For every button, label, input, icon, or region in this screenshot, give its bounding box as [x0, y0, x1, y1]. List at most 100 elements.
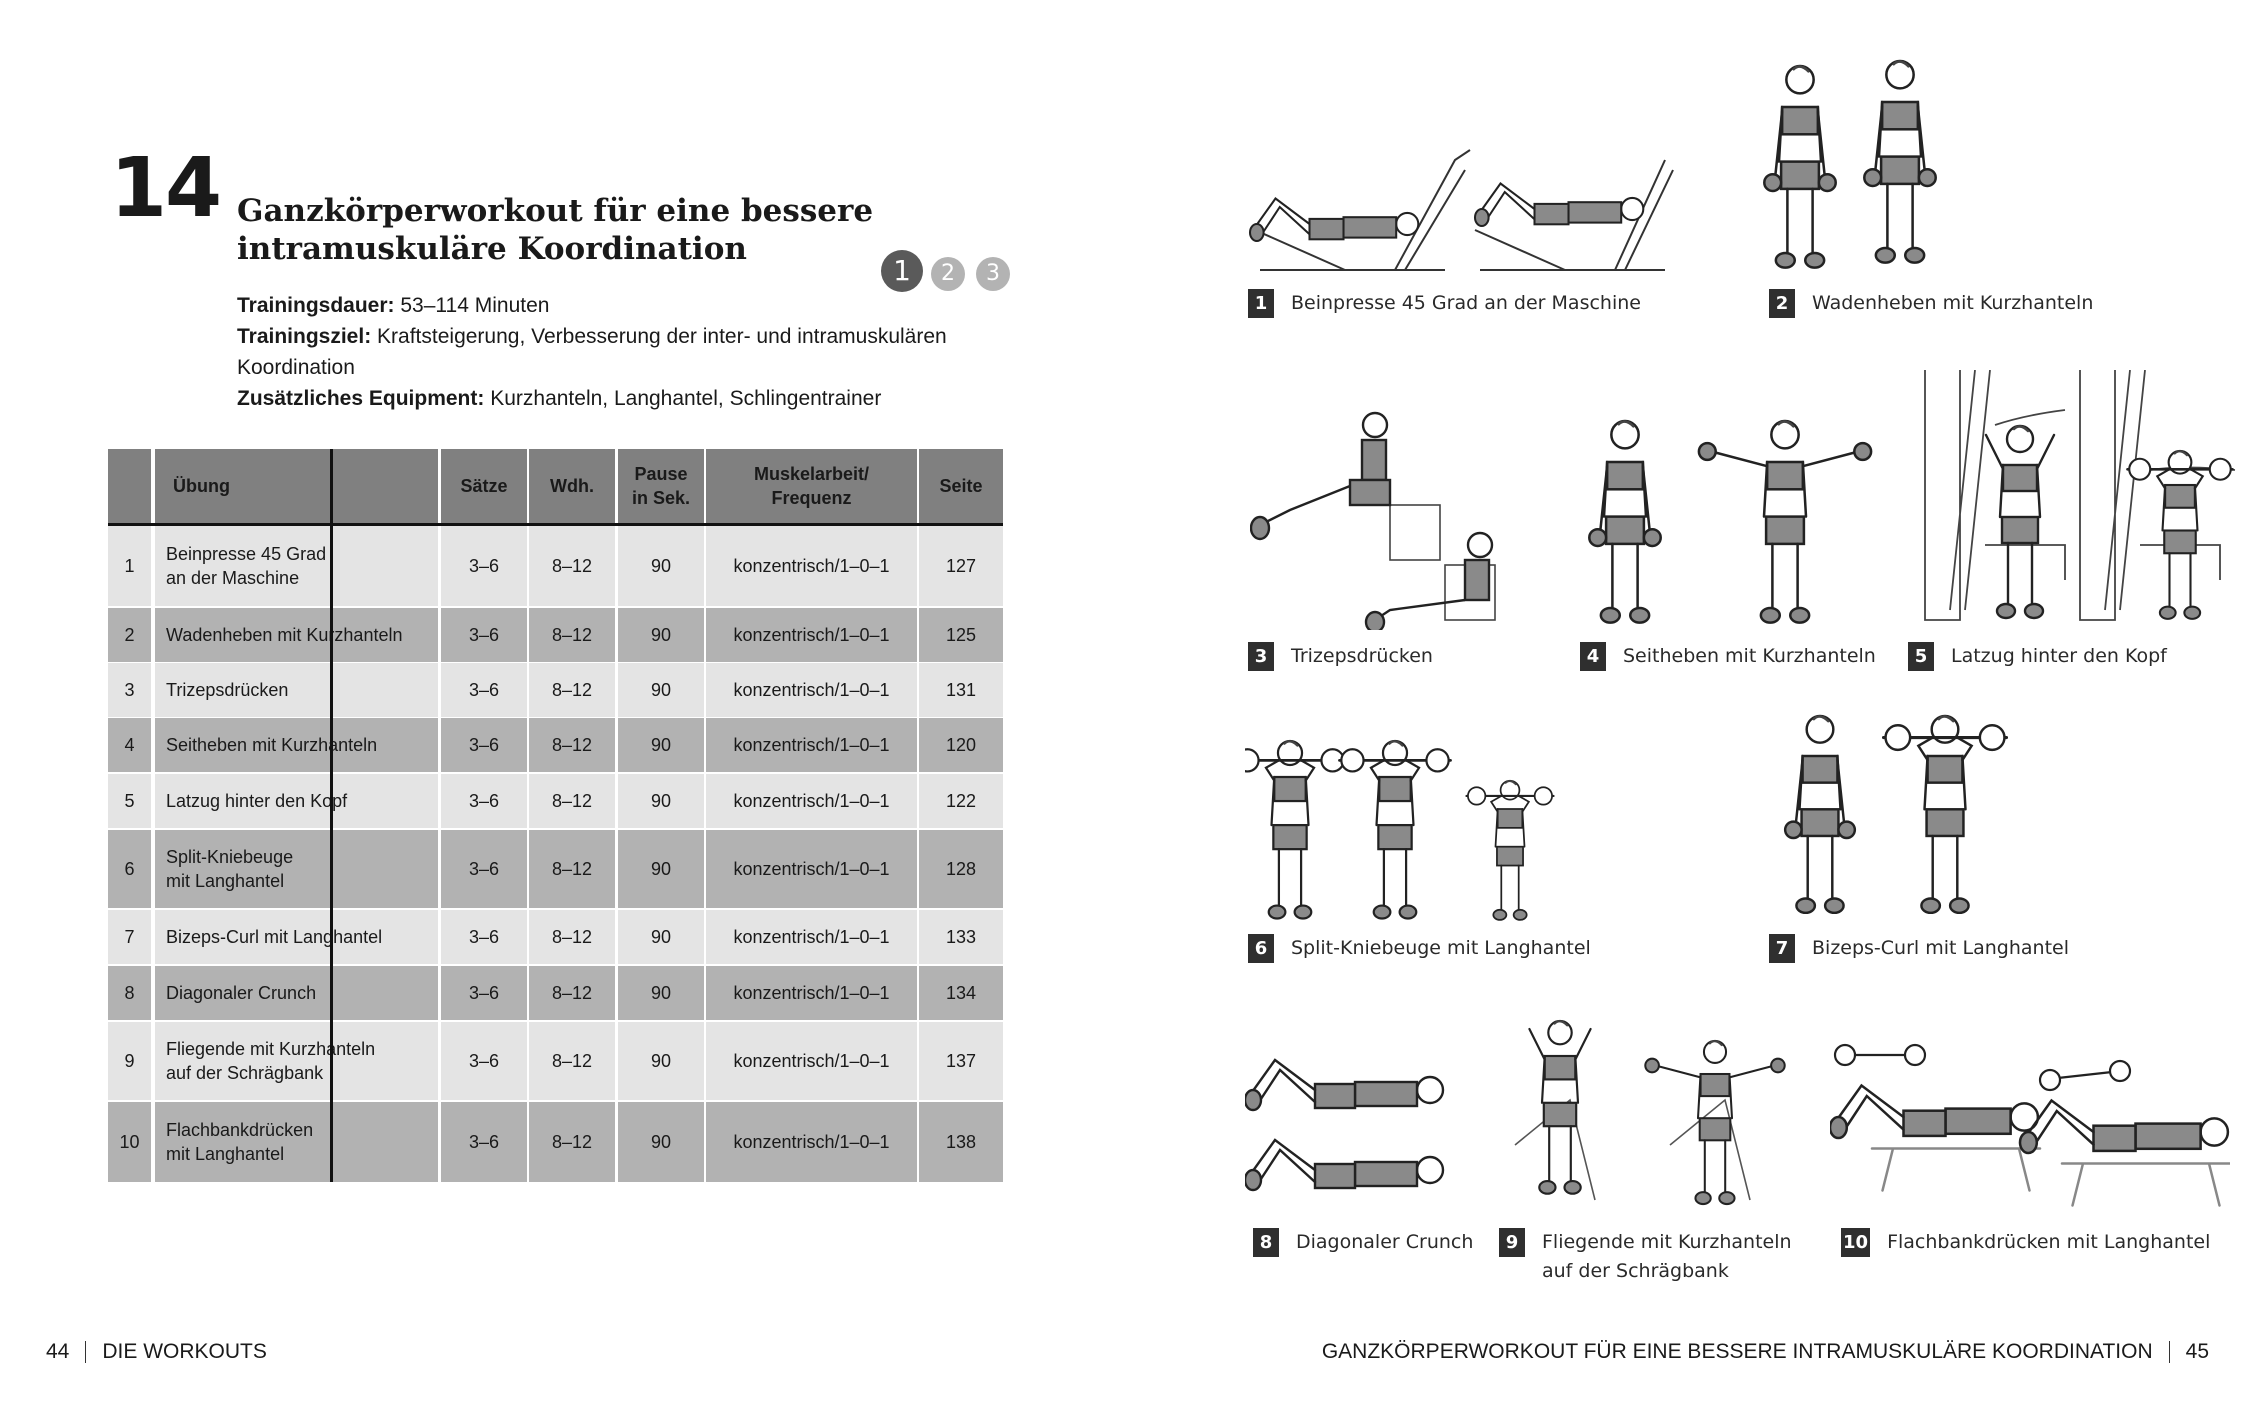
leg-press-illustration — [1245, 130, 1675, 280]
goal-value: Kraftsteigerung, Verbesserung der inter-… — [237, 325, 947, 379]
header-pause-line2: in Sek. — [631, 488, 691, 508]
lat-pulldown-illustration — [1915, 369, 2244, 630]
split-squat-illustration — [1233, 735, 1565, 925]
cell-seite: 133 — [919, 910, 1003, 964]
cell-uebung: Bizeps-Curl mit Langhantel — [155, 910, 438, 964]
cell-nr: 3 — [108, 663, 151, 717]
cell-pause: 90 — [618, 526, 704, 606]
calf-raise-illustration — [1760, 55, 1990, 280]
cell-uebung: Trizepsdrücken — [155, 663, 438, 717]
exercise-label: Wadenheben mit Kurzhanteln — [1812, 292, 2094, 314]
cell-nr: 7 — [108, 910, 151, 964]
caption-exercise-9: 9 Fliegende mit Kurzhanteln auf der Schr… — [1499, 1228, 1792, 1286]
exercise-label: Diagonaler Crunch — [1296, 1231, 1474, 1253]
page-number-right: 45 — [2185, 1340, 2209, 1363]
page-number-left: 44 — [46, 1340, 70, 1363]
exercise-label-line2: auf der Schrägbank — [1542, 1260, 1729, 1282]
caption-exercise-10: 10 Flachbankdrücken mit Langhantel — [1841, 1228, 2210, 1257]
cell-uebung: Beinpresse 45 Grad an der Maschine — [155, 526, 438, 606]
exercise-number-badge: 2 — [1769, 289, 1795, 318]
header-nr — [108, 449, 151, 523]
exercise-number-badge: 6 — [1248, 934, 1274, 963]
cell-saetze: 3–6 — [441, 1022, 527, 1100]
cell-nr: 4 — [108, 718, 151, 772]
equipment-label: Zusätzliches Equipment: — [237, 387, 485, 410]
cell-uebung: Diagonaler Crunch — [155, 966, 438, 1020]
exercise-name-line2: an der Maschine — [166, 568, 300, 588]
chapter-number: 14 — [110, 141, 222, 236]
cell-saetze: 3–6 — [441, 1102, 527, 1182]
exercise-name-line1: Latzug hinter den Kopf — [166, 791, 348, 811]
exercise-number-badge: 7 — [1769, 934, 1795, 963]
cell-wdh: 8–12 — [529, 608, 615, 662]
exercise-number-badge: 8 — [1253, 1228, 1279, 1257]
exercise-name-line1: Trizepsdrücken — [166, 680, 289, 700]
cell-seite: 127 — [919, 526, 1003, 606]
cell-saetze: 3–6 — [441, 774, 527, 828]
cell-seite: 125 — [919, 608, 1003, 662]
workout-meta: Trainingsdauer: 53–114 Minuten Trainings… — [237, 290, 1017, 414]
exercise-name-line1: Bizeps-Curl mit Langhantel — [166, 927, 383, 947]
cell-pause: 90 — [618, 608, 704, 662]
exercise-name-line2: auf der Schrägbank — [166, 1063, 324, 1083]
caption-exercise-2: 2 Wadenheben mit Kurzhanteln — [1769, 289, 2093, 318]
lateral-raise-illustration — [1585, 415, 1885, 630]
cell-muskelarbeit: konzentrisch/1–0–1 — [706, 608, 917, 662]
cell-saetze: 3–6 — [441, 608, 527, 662]
cell-uebung: Latzug hinter den Kopf — [155, 774, 438, 828]
cell-seite: 138 — [919, 1102, 1003, 1182]
header-pause: Pause in Sek. — [618, 449, 704, 523]
cell-muskelarbeit: konzentrisch/1–0–1 — [706, 663, 917, 717]
exercise-label: Fliegende mit Kurzhanteln auf der Schräg… — [1542, 1228, 1792, 1286]
cell-muskelarbeit: konzentrisch/1–0–1 — [706, 1022, 917, 1100]
cell-seite: 134 — [919, 966, 1003, 1020]
cell-muskelarbeit: konzentrisch/1–0–1 — [706, 910, 917, 964]
header-muskel-line1: Muskelarbeit/ — [753, 464, 870, 484]
exercise-number-badge: 5 — [1908, 642, 1934, 671]
cell-pause: 90 — [618, 910, 704, 964]
footer-section-right: GANZKÖRPERWORKOUT FÜR EINE BESSERE INTRA… — [1321, 1340, 2153, 1363]
header-pause-line1: Pause — [634, 464, 688, 484]
difficulty-level-1-active: 1 — [881, 250, 923, 292]
cell-nr: 5 — [108, 774, 151, 828]
exercise-label: Latzug hinter den Kopf — [1951, 645, 2167, 667]
cell-seite: 128 — [919, 830, 1003, 908]
cell-wdh: 8–12 — [529, 663, 615, 717]
caption-exercise-5: 5 Latzug hinter den Kopf — [1908, 642, 2167, 671]
exercise-number-badge: 3 — [1248, 642, 1274, 671]
cell-pause: 90 — [618, 830, 704, 908]
caption-exercise-8: 8 Diagonaler Crunch — [1253, 1228, 1473, 1257]
caption-exercise-3: 3 Trizepsdrücken — [1248, 642, 1433, 671]
cell-muskelarbeit: konzentrisch/1–0–1 — [706, 830, 917, 908]
cell-uebung: Wadenheben mit Kurzhanteln — [155, 608, 438, 662]
cell-saetze: 3–6 — [441, 966, 527, 1020]
cell-nr: 8 — [108, 966, 151, 1020]
exercise-label: Flachbankdrücken mit Langhantel — [1887, 1231, 2211, 1253]
cell-wdh: 8–12 — [529, 830, 615, 908]
cell-muskelarbeit: konzentrisch/1–0–1 — [706, 774, 917, 828]
exercise-name-line1: Beinpresse 45 Grad — [166, 544, 327, 564]
exercise-name-line1: Split-Kniebeuge — [166, 847, 294, 867]
cell-saetze: 3–6 — [441, 526, 527, 606]
difficulty-level-3: 3 — [976, 257, 1010, 291]
exercise-name-line1: Seitheben mit Kurzhanteln — [166, 735, 378, 755]
cell-nr: 9 — [108, 1022, 151, 1100]
header-uebung: Übung — [155, 449, 438, 523]
cell-pause: 90 — [618, 966, 704, 1020]
header-saetze: Sätze — [441, 449, 527, 523]
exercise-name-line1: Diagonaler Crunch — [166, 983, 317, 1003]
page-title: Ganzkörperworkout für eine bessere intra… — [237, 192, 877, 268]
caption-exercise-4: 4 Seitheben mit Kurzhanteln — [1580, 642, 1876, 671]
cell-pause: 90 — [618, 1022, 704, 1100]
